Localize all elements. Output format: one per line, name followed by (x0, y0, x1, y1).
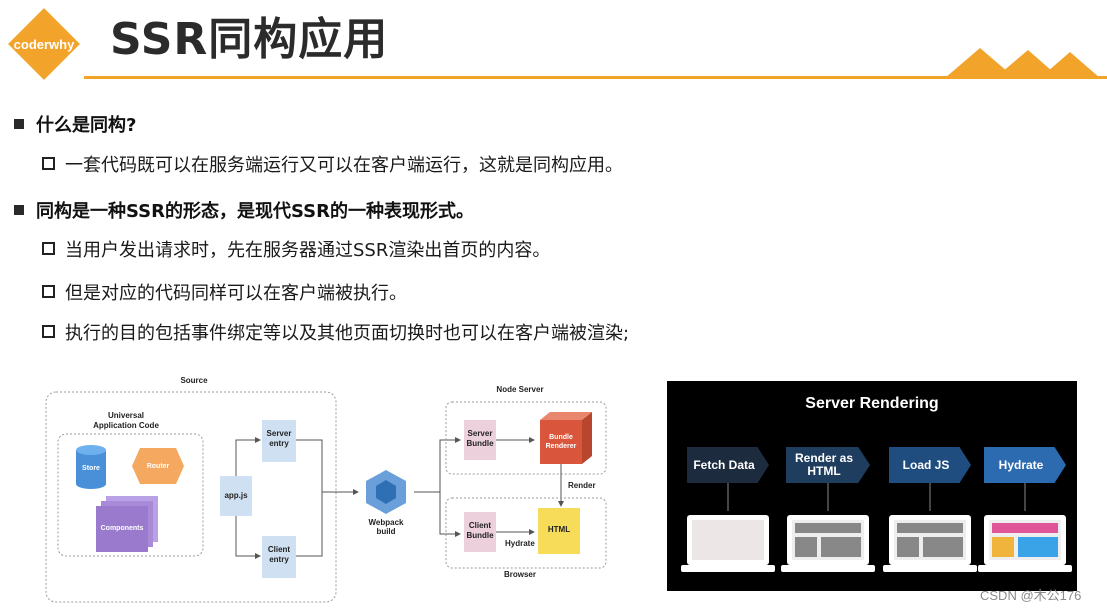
laptop-icon (681, 515, 775, 572)
logo-text: coderwhy (14, 37, 75, 52)
laptop-icon (978, 515, 1072, 572)
watermark: CSDN @木公176 (980, 588, 1082, 603)
bullet-level2: 当用户发出请求时，先在服务器通过SSR渲染出首页的内容。 (42, 239, 550, 263)
bullet-text: 执行的目的包括事件绑定等以及其他页面切换时也可以在客户端被渲染; (65, 323, 630, 344)
bundle-renderer-label: Renderer (546, 443, 577, 450)
client-entry-label: entry (269, 555, 289, 564)
appjs-label: app.js (224, 491, 248, 500)
store-label: Store (82, 465, 100, 472)
render-label: Render (568, 481, 596, 490)
bullet-hollow-square-icon (42, 242, 55, 255)
components-icon: Components (96, 496, 158, 552)
router-label: Router (147, 463, 170, 470)
bundle-renderer-label: Bundle (549, 434, 573, 441)
universal-label: Universal (108, 411, 144, 420)
bullet-level2: 执行的目的包括事件绑定等以及其他页面切换时也可以在客户端被渲染; (42, 322, 629, 346)
webpack-icon (366, 470, 406, 514)
page-title: SSR同构应用 (110, 14, 389, 65)
coderwhy-logo: coderwhy (4, 4, 84, 84)
bullet-text: 一套代码既可以在服务端运行又可以在客户端运行，这就是同构应用。 (65, 155, 623, 176)
client-bundle-label: Client (469, 521, 492, 530)
bullet-square-icon (14, 205, 24, 215)
client-bundle-label: Bundle (466, 531, 494, 540)
server-entry-label: entry (269, 439, 289, 448)
server-bundle-label: Server (468, 429, 493, 438)
webpack-label: Webpack (369, 518, 405, 527)
bundle-renderer-icon: Bundle Renderer (540, 412, 592, 464)
laptop-illustrations (681, 483, 1072, 572)
client-entry-label: Client (268, 545, 291, 554)
bullet-text: 但是对应的代码同样可以在客户端被执行。 (65, 283, 407, 304)
bullet-text: 同构是一种SSR的形态，是现代SSR的一种表现形式。 (36, 201, 474, 222)
server-rendering-panel: Server Rendering Fetch Data Render as HT… (667, 381, 1077, 591)
laptop-icon (781, 515, 875, 572)
header-divider (84, 76, 1107, 79)
bullet-level2: 一套代码既可以在服务端运行又可以在客户端运行，这就是同构应用。 (42, 154, 623, 178)
bullet-text: 什么是同构? (36, 115, 137, 136)
bullet-hollow-square-icon (42, 285, 55, 298)
hydrate-label: Hydrate (505, 539, 535, 548)
server-bundle-label: Bundle (466, 439, 494, 448)
router-icon: Router (132, 448, 184, 484)
store-icon: Store (76, 445, 106, 489)
browser-label: Browser (504, 570, 536, 579)
mountains-decoration (945, 48, 1100, 78)
panel-title: Server Rendering (805, 395, 939, 412)
stage-fetch-data: Fetch Data (687, 447, 769, 483)
bullet-level1: 同构是一种SSR的形态，是现代SSR的一种表现形式。 (14, 200, 474, 224)
source-label: Source (180, 376, 208, 385)
webpack-label: build (376, 527, 395, 536)
ssr-architecture-diagram: Source Universal Application Code Store … (45, 376, 607, 603)
bullet-hollow-square-icon (42, 325, 55, 338)
bullet-level1: 什么是同构? (14, 114, 136, 138)
components-label: Components (101, 525, 144, 532)
stage-hydrate: Hydrate (984, 447, 1066, 483)
stage-render-as-html: Render as HTML (786, 447, 870, 483)
bullet-square-icon (14, 119, 24, 129)
universal-label: Application Code (93, 421, 159, 430)
node-server-label: Node Server (496, 385, 543, 394)
bullet-level2: 但是对应的代码同样可以在客户端被执行。 (42, 282, 407, 306)
bullet-hollow-square-icon (42, 157, 55, 170)
html-label: HTML (548, 525, 570, 534)
laptop-icon (883, 515, 977, 572)
stage-load-js: Load JS (889, 447, 971, 483)
server-entry-label: Server (267, 429, 292, 438)
bullet-text: 当用户发出请求时，先在服务器通过SSR渲染出首页的内容。 (65, 240, 551, 261)
